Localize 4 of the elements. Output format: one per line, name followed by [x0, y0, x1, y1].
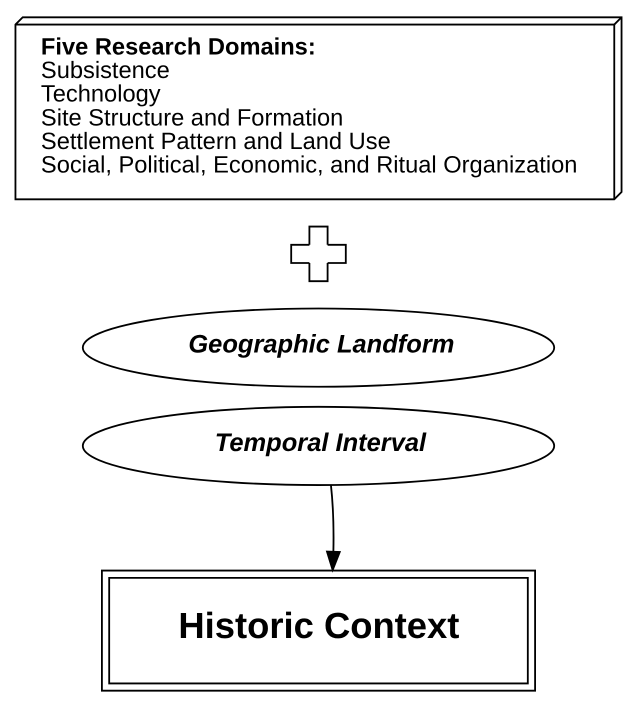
node-ellipse: Temporal Interval — [82, 405, 556, 486]
arrow — [326, 484, 342, 572]
node-ellipse: Geographic Landform — [82, 307, 556, 388]
node-box: Historic Context — [101, 569, 536, 692]
